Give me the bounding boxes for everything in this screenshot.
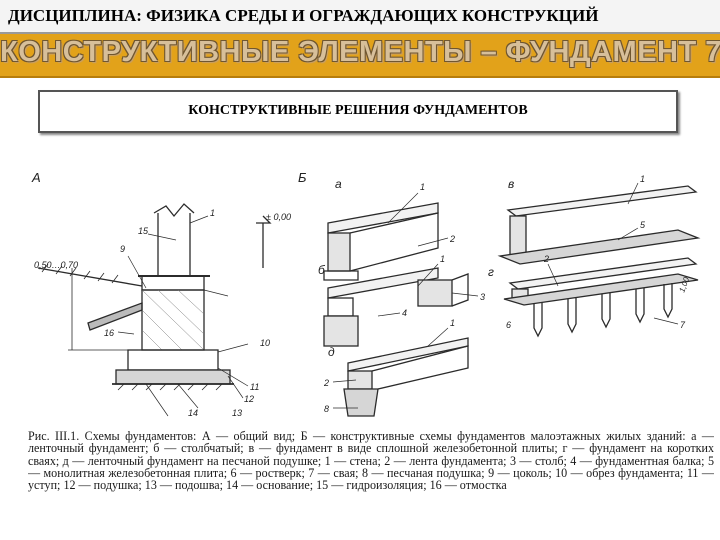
- callout-9: 9: [120, 244, 125, 254]
- callout-v-5: 5: [640, 220, 646, 230]
- callout-b-1d: 1: [450, 318, 455, 328]
- scheme-a-label: а: [335, 177, 342, 191]
- callout-16: 16: [104, 328, 114, 338]
- discipline-title: ДИСЦИПЛИНА: ФИЗИКА СРЕДЫ И ОГРАЖДАЮЩИХ К…: [8, 6, 599, 25]
- scheme-d-label: д: [328, 345, 335, 359]
- scheme-a-strip: [323, 202, 439, 281]
- scheme-b-columnar: [323, 267, 469, 347]
- callout-b-2a: 2: [449, 234, 455, 244]
- callout-15: 15: [138, 226, 149, 236]
- callout-b-4: 4: [402, 308, 407, 318]
- scheme-b-label: б: [318, 263, 326, 277]
- callout-g-6: 6: [506, 320, 511, 330]
- foundation-pad: [115, 369, 231, 385]
- callout-14: 14: [188, 408, 198, 418]
- foundation-drawing: А Б а б д в г ± 0,00 0,50…0,70 1,00 1 15…: [31, 170, 701, 418]
- scheme-v-slab: [497, 185, 701, 265]
- discipline-header: ДИСЦИПЛИНА: ФИЗИКА СРЕДЫ И ОГРАЖДАЮЩИХ К…: [0, 0, 720, 34]
- callout-b-1b: 1: [440, 254, 445, 264]
- callout-g-7: 7: [680, 320, 686, 330]
- foundation-step: [127, 349, 219, 371]
- otmostka-shape: [87, 302, 143, 331]
- callout-12: 12: [244, 394, 254, 404]
- callout-b-8: 8: [324, 404, 329, 414]
- callout-v-1: 1: [640, 174, 645, 184]
- scheme-g-label: г: [488, 265, 494, 279]
- panel-b-label: Б: [298, 170, 307, 185]
- scheme-d-sand-cushion: [343, 337, 469, 417]
- callout-1: 1: [210, 208, 215, 218]
- callout-g-2: 2: [543, 254, 549, 264]
- slide-title-bar: КОНСТРУКТИВНЫЕ ЭЛЕМЕНТЫ – ФУНДАМЕНТ 7: [0, 34, 720, 78]
- scheme-v-label: в: [508, 177, 514, 191]
- subtitle-text: КОНСТРУКТИВНЫЕ РЕШЕНИЯ ФУНДАМЕНТОВ: [188, 103, 528, 118]
- ground-line: [37, 267, 143, 287]
- caption-text: Рис. III.1. Схемы фундаментов: А — общий…: [28, 430, 714, 493]
- callout-11: 11: [250, 382, 259, 392]
- callout-b-3: 3: [480, 292, 485, 302]
- callout-b-2d: 2: [323, 378, 329, 388]
- callout-b-1a: 1: [420, 182, 425, 192]
- wall-break: [153, 203, 195, 218]
- scheme-g-piles: [503, 257, 699, 338]
- callout-13: 13: [232, 408, 242, 418]
- slide-title: КОНСТРУКТИВНЫЕ ЭЛЕМЕНТЫ – ФУНДАМЕНТ 7: [0, 36, 720, 68]
- callout-10: 10: [260, 338, 270, 348]
- depth-label: 0,50…0,70: [34, 260, 78, 270]
- wall-shape: [157, 213, 191, 276]
- subtitle-box: КОНСТРУКТИВНЫЕ РЕШЕНИЯ ФУНДАМЕНТОВ: [38, 90, 678, 133]
- panel-a-label: А: [31, 170, 41, 185]
- figure-caption: Рис. III.1. Схемы фундаментов: А — общий…: [28, 430, 714, 538]
- level-zero-label: ± 0,00: [266, 212, 291, 222]
- plinth-shape: [141, 275, 205, 291]
